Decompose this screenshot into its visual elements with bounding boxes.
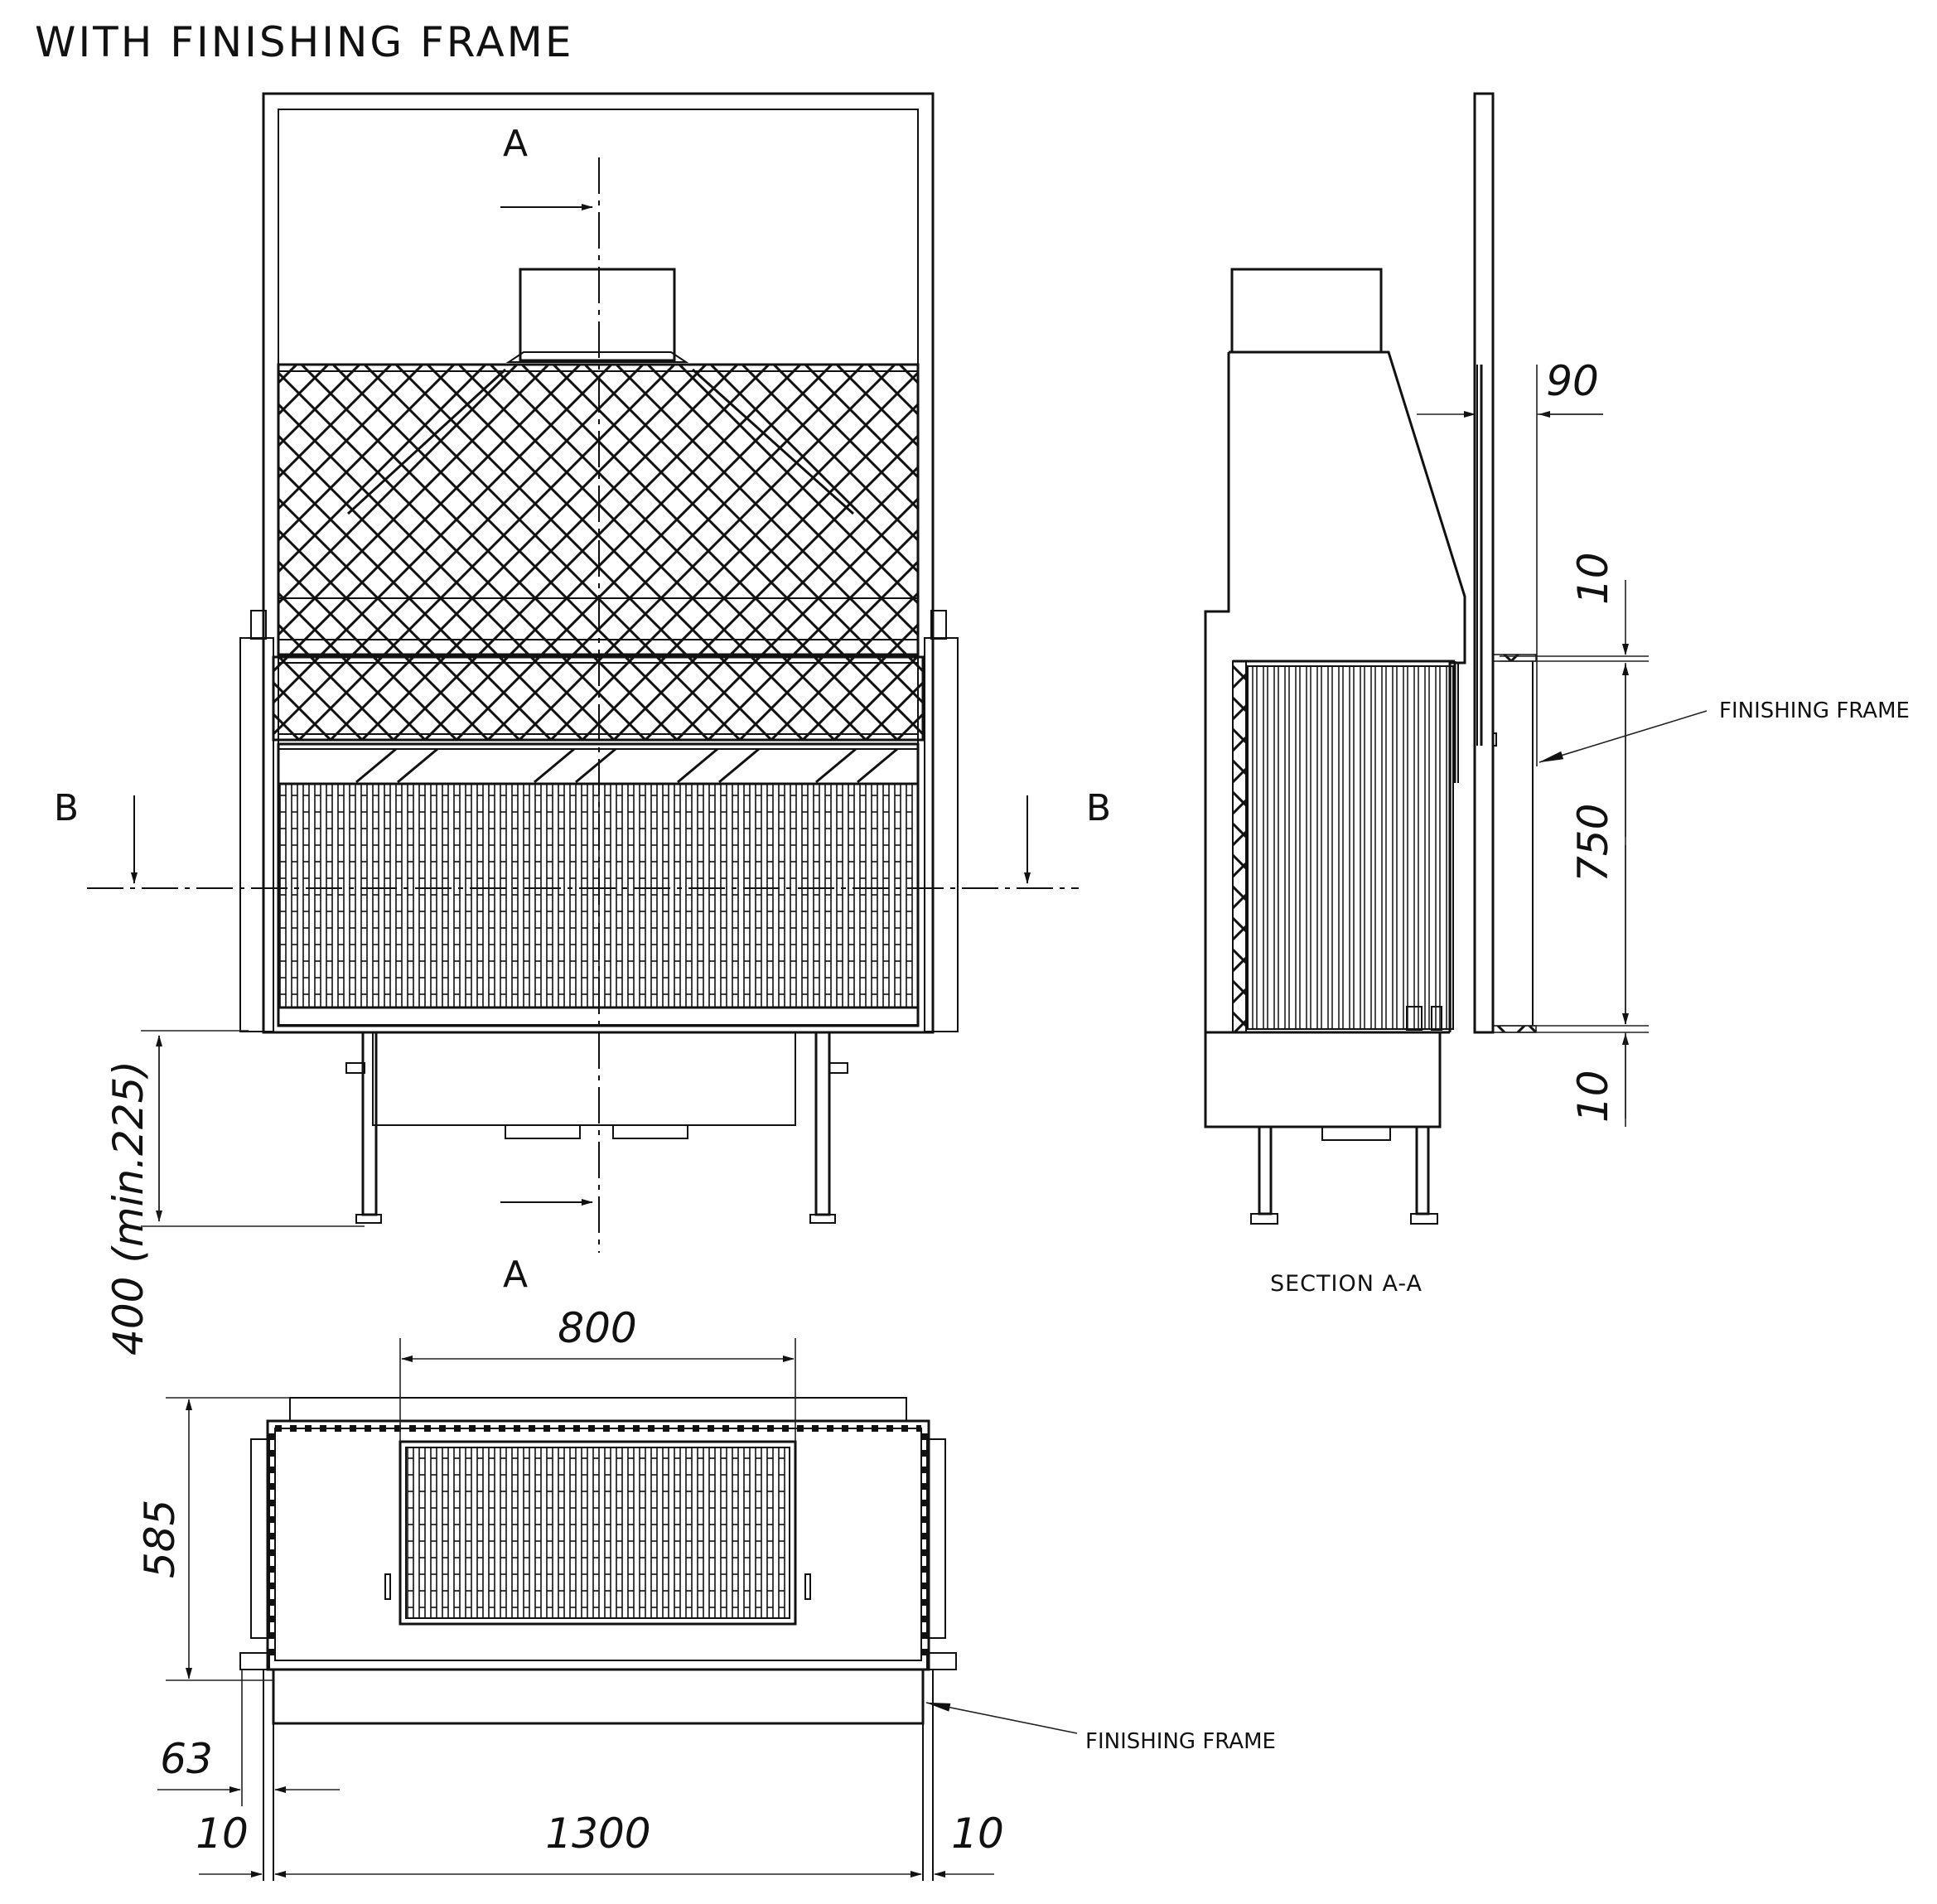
drawing-title: WITH FINISHING FRAME: [35, 18, 573, 66]
plan-grate: [399, 1440, 797, 1626]
section-caption: SECTION A-A: [1270, 1271, 1423, 1297]
section-dim-bottom-gap: 10: [1569, 1070, 1617, 1123]
flue-collar: [519, 268, 676, 362]
section-a-top-label: A: [503, 123, 528, 165]
plan-dim-left-gap: 10: [196, 1810, 249, 1858]
plan-view: 800 585 63 10 1300 10 FINISHING FRAME: [136, 1304, 1276, 1881]
section-finishing-frame-label: FINISHING FRAME: [1719, 698, 1910, 723]
plan-dim-flue-width: 800: [558, 1304, 636, 1352]
plan-dim-opening-width: 1300: [545, 1810, 650, 1858]
section-finishing-frame: [1473, 92, 1495, 1034]
leg-right: [814, 1031, 831, 1216]
plan-dim-right-gap: 10: [951, 1810, 1004, 1858]
plan-finishing-frame-label: FINISHING FRAME: [1085, 1729, 1276, 1754]
plan-dim-depth: 585: [136, 1500, 184, 1578]
section-flue: [1230, 268, 1383, 354]
section-a-bottom-label: A: [503, 1254, 528, 1296]
plan-dim-frame-projection: 63: [160, 1735, 213, 1783]
section-firebox: [1247, 665, 1454, 1030]
section-dim-top-gap: 10: [1569, 552, 1617, 605]
section-b-right-label: B: [1086, 787, 1111, 829]
leg-left: [361, 1031, 378, 1216]
section-b-left-label: B: [54, 787, 79, 829]
base-box: [372, 1032, 796, 1126]
section-dim-opening-height: 750: [1569, 804, 1617, 882]
section-a-a-view: 90 10 750 10 FINISHING FRAME SECTION A-A: [1204, 92, 1910, 1297]
leg-height-dimension: 400 (min.225): [104, 1061, 152, 1356]
plan-finishing-frame: [272, 1668, 925, 1725]
section-dim-frame-offset: 90: [1546, 357, 1599, 405]
front-view: A A B B 400 (min.225): [54, 92, 1111, 1356]
